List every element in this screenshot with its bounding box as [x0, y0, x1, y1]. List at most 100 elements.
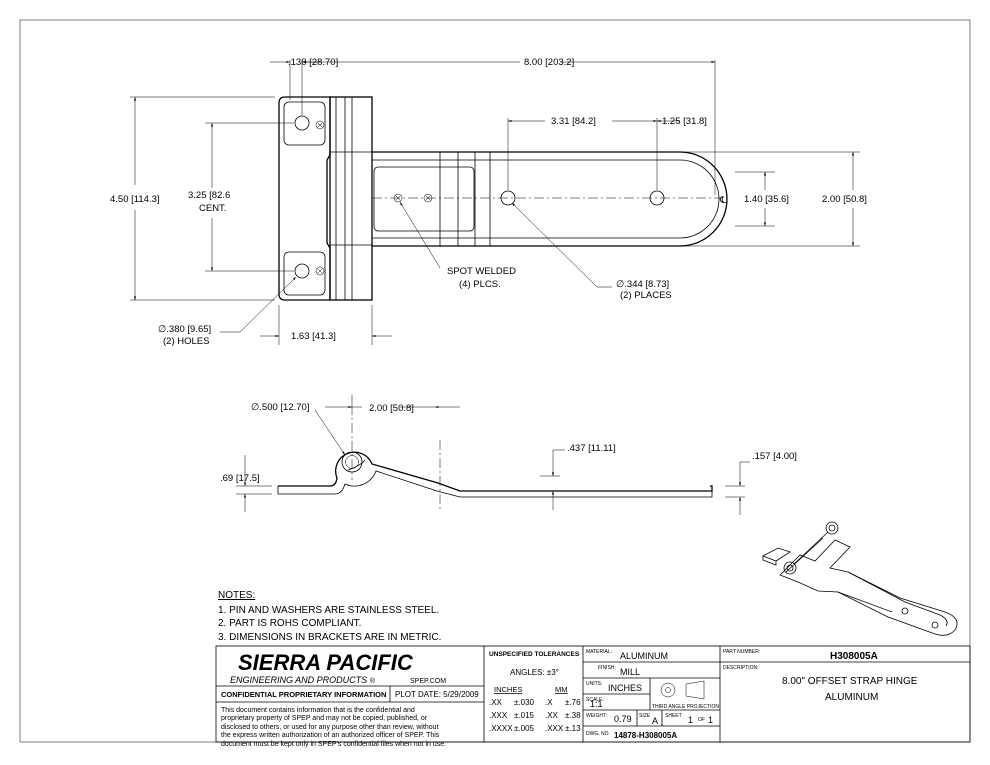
note-1: 1. PIN AND WASHERS ARE STAINLESS STEEL.	[218, 605, 439, 616]
company-subtitle: ENGINEERING AND PRODUCTS	[230, 675, 367, 685]
dim-450: 4.50	[110, 194, 129, 205]
notes: NOTES: 1. PIN AND WASHERS ARE STAINLESS …	[218, 590, 441, 643]
dim-side-200-mm: 50.8	[393, 403, 412, 414]
svg-text:1.40 [35.6]: 1.40 [35.6]	[744, 194, 789, 205]
scale-value: 1:1	[590, 699, 603, 709]
dim-800-mm: 203.2	[548, 57, 572, 68]
side-view: ∅.500 [12.70] 2.00 [50.8] .437 [11.11] .…	[220, 395, 797, 515]
units-value: INCHES	[608, 683, 642, 693]
sheet-border	[19, 19, 971, 743]
disclaimer-5: document must be kept only in SPEP's con…	[221, 741, 446, 748]
dim-437-mm: 11.11	[591, 443, 613, 454]
finish-value: MILL	[620, 667, 640, 677]
dim-331-mm: 84.2	[575, 116, 594, 127]
disclaimer-4: the express written authorization of an …	[221, 732, 440, 739]
leaf-hole-bottom	[294, 263, 310, 279]
svg-text:2.00 [50.8]: 2.00 [50.8]	[822, 194, 867, 205]
svg-text:1.25 [31.8]: 1.25 [31.8]	[662, 116, 707, 127]
dwg-label: DWG. NO.	[586, 731, 610, 737]
company-name: SIERRA PACIFIC	[238, 650, 414, 675]
leaf-hole-top	[294, 115, 310, 131]
dim-130: .130	[288, 57, 307, 68]
tolerance-mm-tol: ±.76	[565, 698, 581, 707]
tolerance-in-tol: ±.015	[514, 711, 535, 720]
description-label: DESCRIPTION:	[723, 665, 759, 671]
hole-344: ∅.344	[616, 279, 643, 290]
sheet-total: 1	[708, 715, 713, 725]
dim-125: 1.25	[662, 116, 681, 127]
dim-325-note: CENT.	[199, 203, 226, 214]
svg-text:ENGINEERING AND PRODUCTS ®: ENGINEERING AND PRODUCTS ®	[230, 675, 376, 685]
dim-125-mm: 31.8	[686, 116, 705, 127]
note-2: 2. PART IS ROHS COMPLIANT.	[218, 618, 361, 629]
svg-text:8.00 [203.2]: 8.00 [203.2]	[524, 57, 574, 68]
svg-text:3.25 [82.6: 3.25 [82.6	[188, 190, 230, 201]
spot-welded-note: (4) PLCS.	[459, 279, 501, 290]
dim-325: 3.25	[188, 190, 207, 201]
third-angle-projection-icon	[660, 680, 705, 700]
tolerance-mm-fmt: .XX	[545, 711, 559, 720]
weight-value: 0.79	[614, 714, 632, 724]
part-number-label: PART NUMBER:	[723, 649, 760, 655]
centerline-symbol: ℄	[719, 195, 727, 206]
finish-label: FINISH:	[598, 665, 616, 671]
plot-date: PLOT DATE: 5/29/2009	[395, 690, 479, 699]
svg-text:2.00 [50.8]: 2.00 [50.8]	[369, 403, 414, 414]
dim-157-mm: 4.00	[776, 451, 795, 462]
spot-welded-label: SPOT WELDED	[447, 266, 516, 277]
dim-450-mm: 114.3	[134, 194, 157, 205]
company-website: SPEP.COM	[410, 678, 446, 685]
top-view: .130 [28.70] 8.00 [203.2] 3.31 [84.2] 1.…	[110, 57, 867, 347]
tolerance-rows: .XX±.030.X±.76.XXX±.015.XX±.38.XXXX±.005…	[489, 698, 581, 733]
mm-header: MM	[555, 685, 568, 694]
confidential-label: CONFIDENTIAL PROPRIETARY INFORMATION	[221, 690, 386, 699]
of-label: OF	[698, 717, 705, 723]
weight-label: WEIGHT:	[586, 713, 607, 719]
dim-325-mm: 82.6	[212, 190, 231, 201]
tolerance-in-fmt: .XXX	[489, 711, 508, 720]
angles-tolerance: ANGLES: ±3°	[510, 668, 559, 677]
tolerance-in-fmt: .XX	[489, 698, 503, 707]
tolerance-in-tol: ±.030	[514, 698, 535, 707]
disclaimer-1: This document contains information that …	[221, 707, 415, 714]
tolerance-mm-tol: ±.38	[565, 711, 581, 720]
units-label: UNITS:	[586, 681, 602, 687]
svg-text:4.50 [114.3]: 4.50 [114.3]	[110, 194, 160, 205]
dim-200: 2.00	[822, 194, 841, 205]
dim-200-mm: 50.8	[846, 194, 865, 205]
tolerances-title: UNSPECIFIED TOLERANCES	[489, 651, 580, 658]
dim-331: 3.31	[551, 116, 570, 127]
part-number: H308005A	[830, 651, 878, 662]
sheet-value: 1	[688, 715, 693, 725]
hole-380-note: (2) HOLES	[163, 336, 209, 347]
isometric-view	[762, 521, 958, 636]
note-3: 3. DIMENSIONS IN BRACKETS ARE IN METRIC.	[218, 632, 441, 643]
tolerance-mm-fmt: .XXX	[545, 724, 564, 733]
hole-344-mm: 8.73	[648, 279, 667, 290]
dim-130-mm: 28.70	[312, 57, 336, 68]
projection-label: THIRD ANGLE PROJECTION	[652, 704, 719, 710]
svg-text:.157 [4.00]: .157 [4.00]	[752, 451, 797, 462]
material-label: MATERIAL:	[586, 649, 612, 655]
tolerance-in-tol: ±.005	[514, 724, 535, 733]
dim-157: .157	[752, 451, 771, 462]
dim-437: .437	[567, 443, 586, 454]
tolerance-in-fmt: .XXXX	[489, 724, 513, 733]
svg-text:∅.380 [9.65]: ∅.380 [9.65]	[158, 324, 211, 335]
svg-text:∅.344 [8.73]: ∅.344 [8.73]	[616, 279, 669, 290]
svg-text:∅.500 [12.70]: ∅.500 [12.70]	[251, 402, 309, 413]
svg-text:1.63 [41.3]: 1.63 [41.3]	[291, 331, 336, 342]
size-value: A	[652, 716, 658, 726]
description-line-2: ALUMINUM	[825, 692, 878, 703]
registered-mark: ®	[370, 677, 376, 685]
dim-500: ∅.500	[251, 402, 278, 413]
hole-380: ∅.380	[158, 324, 185, 335]
dim-500-mm: 12.70	[283, 402, 307, 413]
dim-140: 1.40	[744, 194, 763, 205]
notes-title: NOTES:	[218, 590, 255, 601]
svg-text:.437 [11.11]: .437 [11.11]	[567, 443, 616, 454]
tolerance-mm-tol: ±.13	[565, 724, 581, 733]
size-label: SIZE	[639, 713, 651, 719]
hole-344-note: (2) PLACES	[620, 290, 672, 301]
